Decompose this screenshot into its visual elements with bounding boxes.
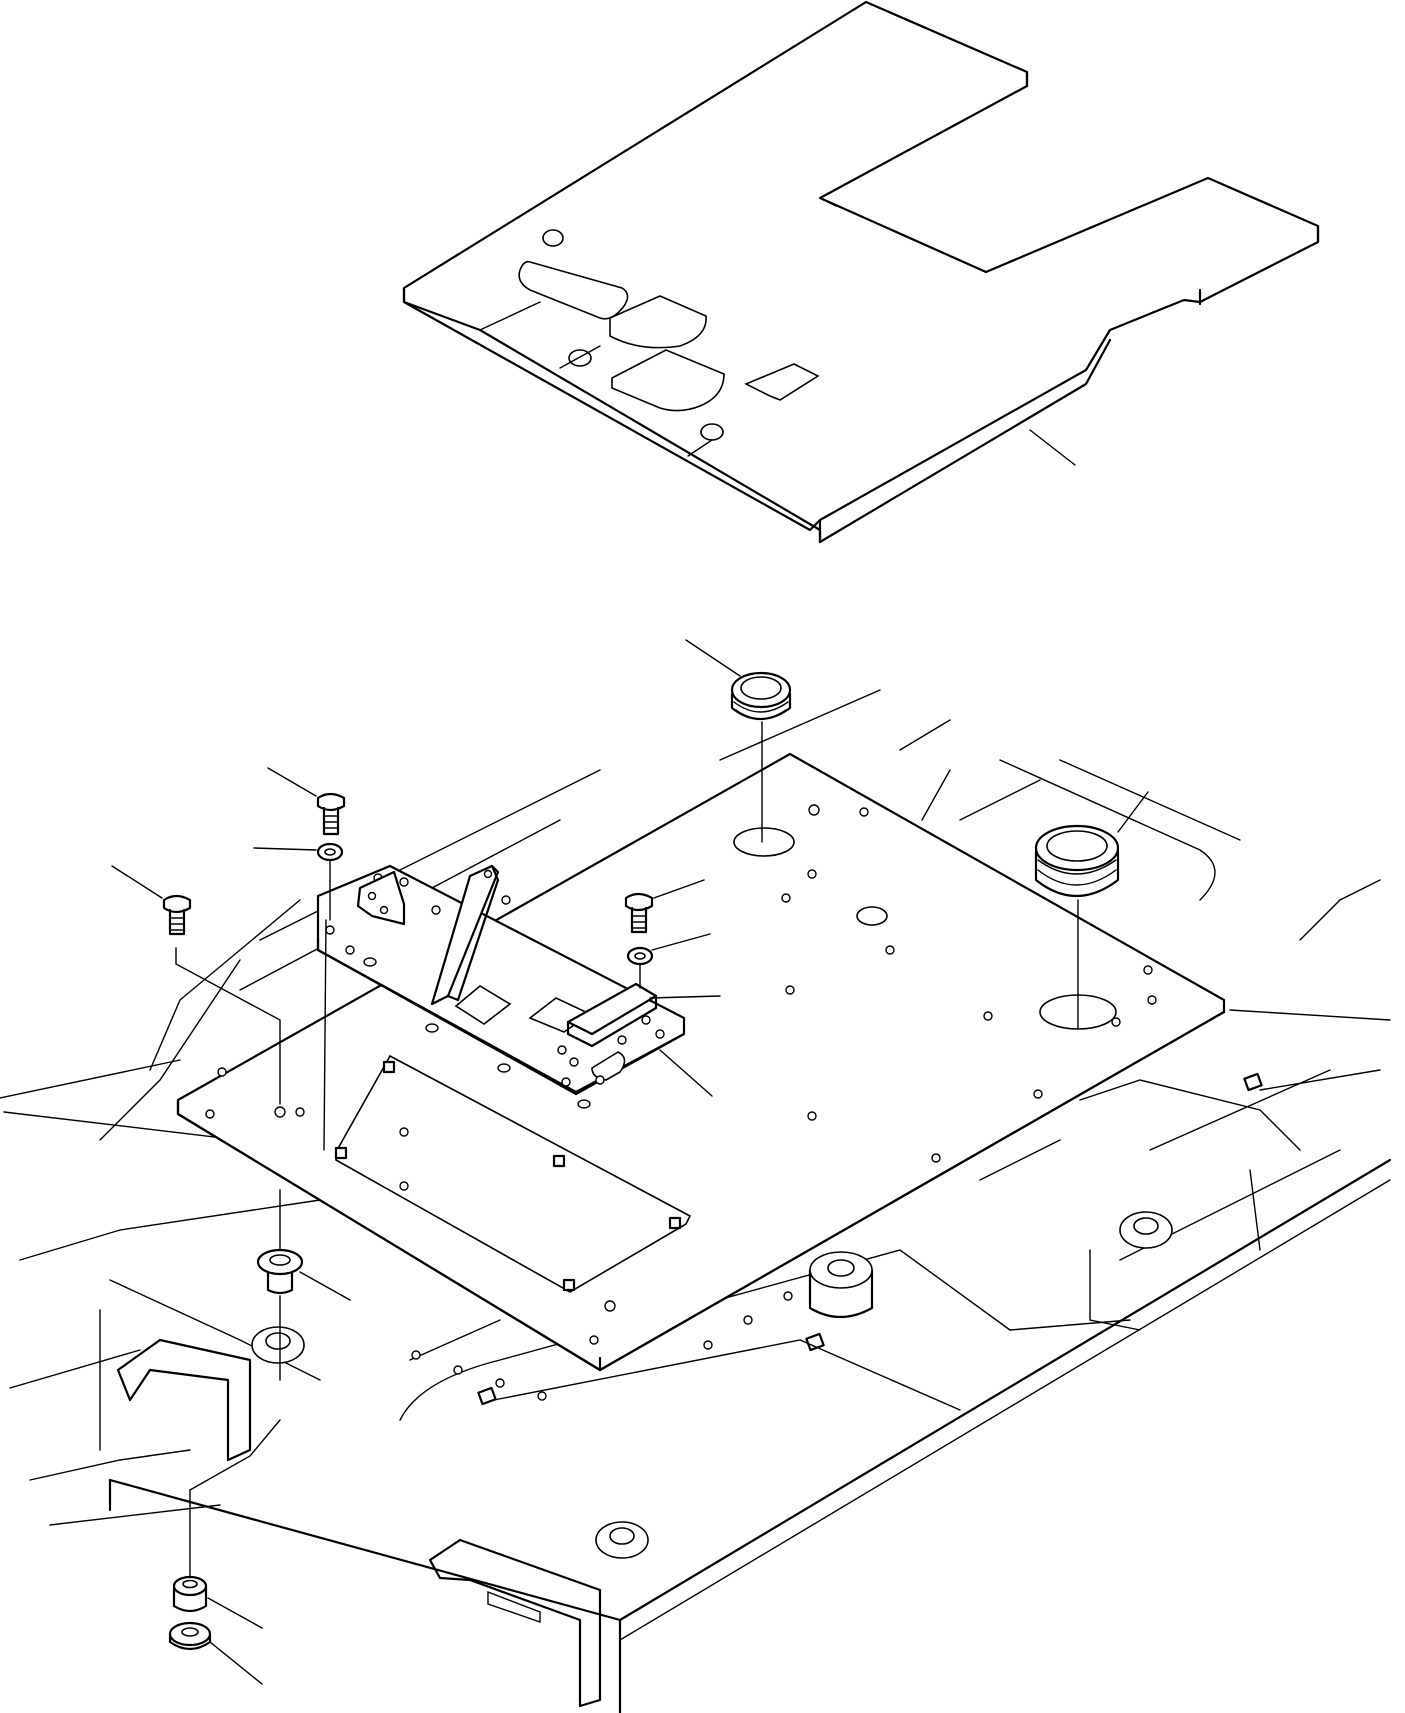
bolt-left	[111, 865, 281, 1105]
floor-plate	[176, 752, 1226, 1372]
mat-hole-small	[542, 229, 564, 247]
mat-hole-3	[700, 423, 724, 441]
damper-mount-upper	[256, 1189, 351, 1381]
plate-opening	[335, 1054, 692, 1293]
plate-hole-front	[733, 827, 795, 857]
washer-center	[253, 842, 344, 1151]
washer-right	[626, 933, 711, 989]
mount-plate	[316, 864, 713, 1109]
grommet-large-front	[685, 639, 792, 843]
bolt-center	[267, 767, 346, 836]
damper-mount-lower	[172, 1419, 281, 1629]
floor-mat	[402, 0, 1320, 544]
mat-opening-1	[609, 295, 707, 349]
bracket	[430, 864, 721, 1048]
plate-bolt-holes	[205, 804, 1157, 1345]
mat-slot	[518, 260, 629, 320]
mat-opening-3	[744, 363, 820, 401]
frame-holes	[411, 1291, 793, 1401]
bolt-right	[624, 879, 705, 934]
mat-opening-2	[611, 349, 725, 412]
damper-washer-lower	[168, 1621, 263, 1685]
grommet-large-right	[1034, 791, 1149, 1029]
